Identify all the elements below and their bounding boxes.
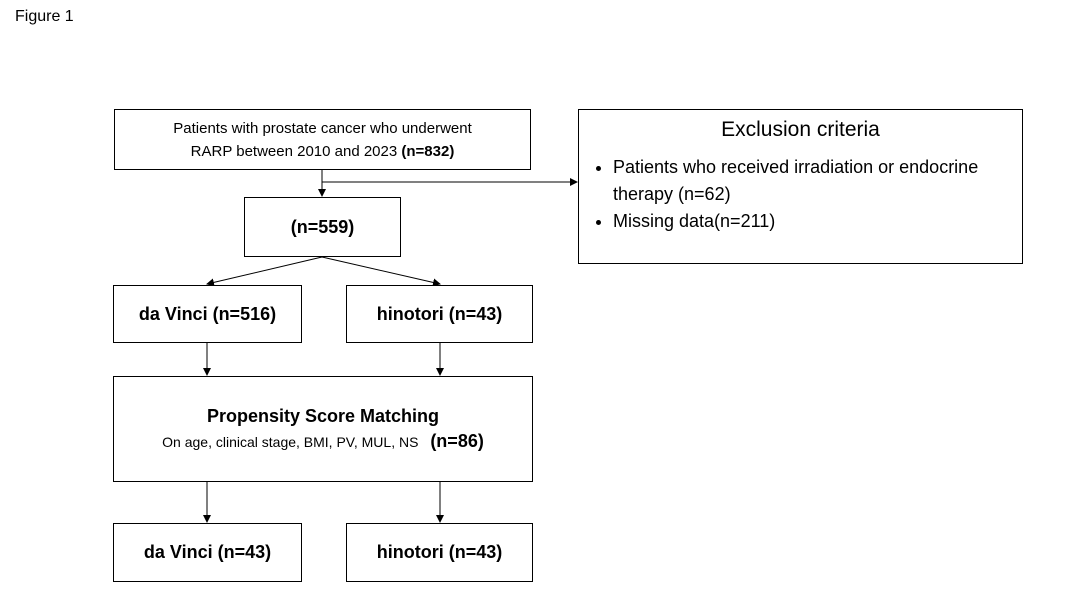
box-hinotori-post: hinotori (n=43) <box>346 523 533 582</box>
box-all-patients: Patients with prostate cancer who underw… <box>114 109 531 170</box>
figure-label: Figure 1 <box>15 8 74 25</box>
davinci-post-label: da Vinci (n=43) <box>143 542 272 562</box>
exclusion-item: Missing data(n=211) <box>613 208 1022 235</box>
psm-covariates: On age, clinical stage, BMI, PV, MUL, NS <box>162 434 419 450</box>
hinotori-pre-label: hinotori (n=43) <box>376 303 503 324</box>
exclusion-item: Patients who received irradiation or end… <box>613 154 1022 208</box>
box-davinci-pre: da Vinci (n=516) <box>113 285 302 343</box>
box-davinci-post: da Vinci (n=43) <box>113 523 302 582</box>
arrow-eligible-to-hinotori <box>321 256 441 287</box>
psm-count: (n=86) <box>430 431 484 451</box>
box-hinotori-pre: hinotori (n=43) <box>346 285 533 343</box>
all-patients-period: RARP between 2010 and 2023 <box>190 142 398 160</box>
psm-title: Propensity Score Matching <box>206 406 440 426</box>
exclusion-list: Patients who received irradiation or end… <box>579 154 1022 235</box>
all-patients-count: (n=832) <box>401 142 455 160</box>
eligible-count: (n=559) <box>290 216 355 237</box>
arrow-eligible-to-davinci <box>206 256 323 287</box>
box-propensity-score-matching: Propensity Score Matching On age, clinic… <box>113 376 533 482</box>
box-eligible: (n=559) <box>244 197 401 257</box>
all-patients-line2: RARP between 2010 and 2023 (n=832) <box>191 140 455 163</box>
psm-subtitle-row: On age, clinical stage, BMI, PV, MUL, NS… <box>162 431 484 452</box>
hinotori-post-label: hinotori (n=43) <box>376 542 503 562</box>
box-exclusion-criteria: Exclusion criteria Patients who received… <box>578 109 1023 264</box>
all-patients-line1: Patients with prostate cancer who underw… <box>173 119 472 137</box>
exclusion-title: Exclusion criteria <box>721 118 880 141</box>
davinci-pre-label: da Vinci (n=516) <box>138 303 277 324</box>
